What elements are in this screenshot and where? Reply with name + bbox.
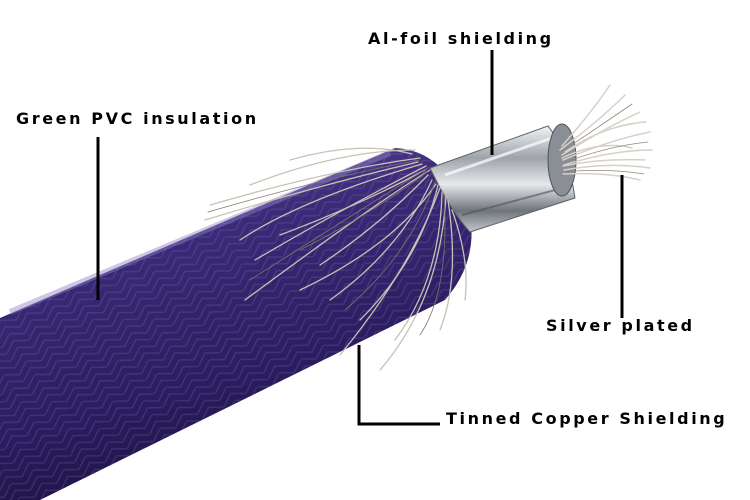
silver-wire-shadows [560, 103, 649, 175]
leader-line-copper [357, 345, 440, 426]
leader-lines [96, 50, 624, 426]
tinned-copper-label: Tinned Copper Shielding [446, 409, 728, 428]
tinned-copper-braid [204, 147, 467, 371]
silver-plated-wires [559, 84, 653, 181]
tinned-copper-braid-dark [207, 159, 446, 336]
pvc-insulation-label: Green PVC insulation [16, 109, 259, 128]
al-foil-label: Al-foil shielding [368, 29, 554, 48]
silver-plated-label: Silver plated [546, 316, 695, 335]
al-foil-layer [429, 123, 577, 233]
pvc-insulation [0, 148, 472, 500]
